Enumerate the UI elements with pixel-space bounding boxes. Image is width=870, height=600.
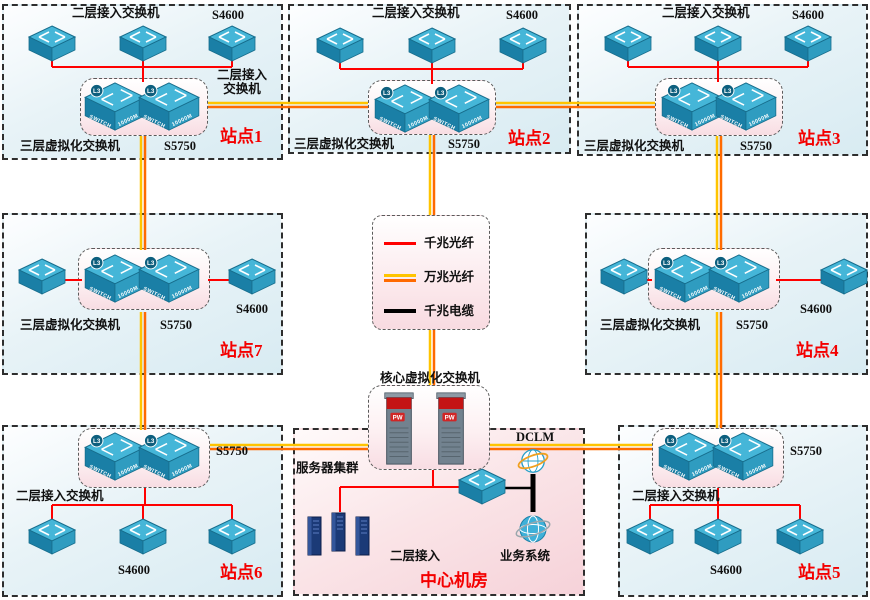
l2-switch-icon xyxy=(604,25,652,65)
ten-gigabit-fiber-line-sample-b xyxy=(384,279,416,282)
l2-switch-icon xyxy=(28,25,76,65)
site2-access-label: 二层接入交换机 xyxy=(372,6,460,20)
l3-switch-icon xyxy=(712,432,774,484)
ten-gigabit-fiber-line-sample-a xyxy=(384,274,416,277)
gigabit-cable-line-sample xyxy=(384,309,416,313)
l2-switch-icon xyxy=(600,258,648,298)
server-tower-icon xyxy=(303,512,325,558)
legend-ten-gigabit-fiber-label: 万兆光纤 xyxy=(424,270,475,284)
l2-switch-icon xyxy=(119,518,167,558)
l2-switch-icon xyxy=(28,518,76,558)
l2-switch-icon xyxy=(820,258,868,298)
site1-access-model: S4600 xyxy=(212,8,244,22)
l3-switch-icon xyxy=(138,254,200,306)
l2-switch-icon xyxy=(626,518,674,558)
site6-access-model: S4600 xyxy=(118,563,150,577)
layer2-access-label: 二层接入 xyxy=(390,549,441,563)
legend-gigabit-fiber-label: 千兆光纤 xyxy=(424,236,475,250)
site1-access-label: 二层接入交换机 xyxy=(72,6,160,20)
l2-switch-icon xyxy=(408,27,456,67)
l3-switch-icon xyxy=(374,84,436,136)
site2-core-model: S5750 xyxy=(448,137,480,151)
site5-access-label: 二层接入交换机 xyxy=(632,489,720,503)
datacenter-core-label: 核心虚拟化交换机 xyxy=(380,371,481,385)
l2-switch-icon xyxy=(458,468,506,508)
dclm-globe-icon xyxy=(515,443,551,479)
l2-switch-icon xyxy=(208,25,256,65)
site3-access-label: 二层接入交换机 xyxy=(662,6,750,20)
l2-switch-icon xyxy=(316,27,364,67)
legend-gigabit-cable-label: 千兆电缆 xyxy=(424,304,475,318)
site2-core-label: 三层虚拟化交换机 xyxy=(294,137,395,151)
site3-core-label: 三层虚拟化交换机 xyxy=(584,139,685,153)
site3-access-model: S4600 xyxy=(792,8,824,22)
site7-core-label: 三层虚拟化交换机 xyxy=(20,318,121,332)
l3-switch-icon xyxy=(654,254,716,306)
l3-switch-icon xyxy=(84,82,146,134)
l2-switch-icon xyxy=(694,25,742,65)
l2-switch-icon xyxy=(228,258,276,298)
l2-switch-icon xyxy=(784,25,832,65)
dclm-label: DCLM xyxy=(516,430,555,444)
site4-name: 站点4 xyxy=(796,341,839,360)
business-system-label: 业务系统 xyxy=(500,549,551,563)
l3-switch-icon xyxy=(661,82,723,134)
site1-core-label: 三层虚拟化交换机 xyxy=(20,139,121,153)
site3-core-model: S5750 xyxy=(740,139,772,153)
site4-core-label: 三层虚拟化交换机 xyxy=(600,318,701,332)
l3-switch-icon xyxy=(138,82,200,134)
l2-switch-icon xyxy=(499,27,547,67)
business-system-globe-icon xyxy=(513,508,553,548)
site7-access-model: S4600 xyxy=(236,302,268,316)
server-tower-icon xyxy=(327,508,349,554)
l3-switch-icon xyxy=(715,82,777,134)
l2-switch-icon xyxy=(18,258,66,298)
site1-mid-label: 二层接入交换机 xyxy=(216,68,267,97)
l2-switch-icon xyxy=(208,518,256,558)
site4-core-model: S5750 xyxy=(736,318,768,332)
site3-name: 站点3 xyxy=(798,129,841,148)
site7-core-model: S5750 xyxy=(160,318,192,332)
site5-core-model: S5750 xyxy=(790,444,822,458)
l2-switch-icon xyxy=(776,518,824,558)
site5-access-model: S4600 xyxy=(710,563,742,577)
l3-switch-icon xyxy=(708,254,770,306)
site5-name: 站点5 xyxy=(798,563,841,582)
l2-switch-icon xyxy=(119,25,167,65)
site4-access-model: S4600 xyxy=(800,302,832,316)
site6-access-label: 二层接入交换机 xyxy=(16,489,104,503)
site1-core-model: S5750 xyxy=(164,139,196,153)
server-cluster-label: 服务器集群 xyxy=(296,461,359,475)
core-server-icon xyxy=(380,388,418,468)
site7-name: 站点7 xyxy=(220,341,263,360)
site6-core-model: S5750 xyxy=(216,444,248,458)
server-tower-icon xyxy=(351,512,373,558)
site1-name: 站点1 xyxy=(220,127,263,146)
core-server-icon xyxy=(432,388,470,468)
l2-switch-icon xyxy=(694,518,742,558)
gigabit-fiber-line-sample xyxy=(384,242,416,245)
site2-access-model: S4600 xyxy=(506,8,538,22)
datacenter-name: 中心机房 xyxy=(420,571,488,590)
site2-name: 站点2 xyxy=(508,129,551,148)
site6-name: 站点6 xyxy=(220,563,263,582)
l3-switch-icon xyxy=(138,432,200,484)
l3-switch-icon xyxy=(658,432,720,484)
l3-switch-icon xyxy=(428,84,490,136)
l3-switch-icon xyxy=(84,432,146,484)
l3-switch-icon xyxy=(84,254,146,306)
